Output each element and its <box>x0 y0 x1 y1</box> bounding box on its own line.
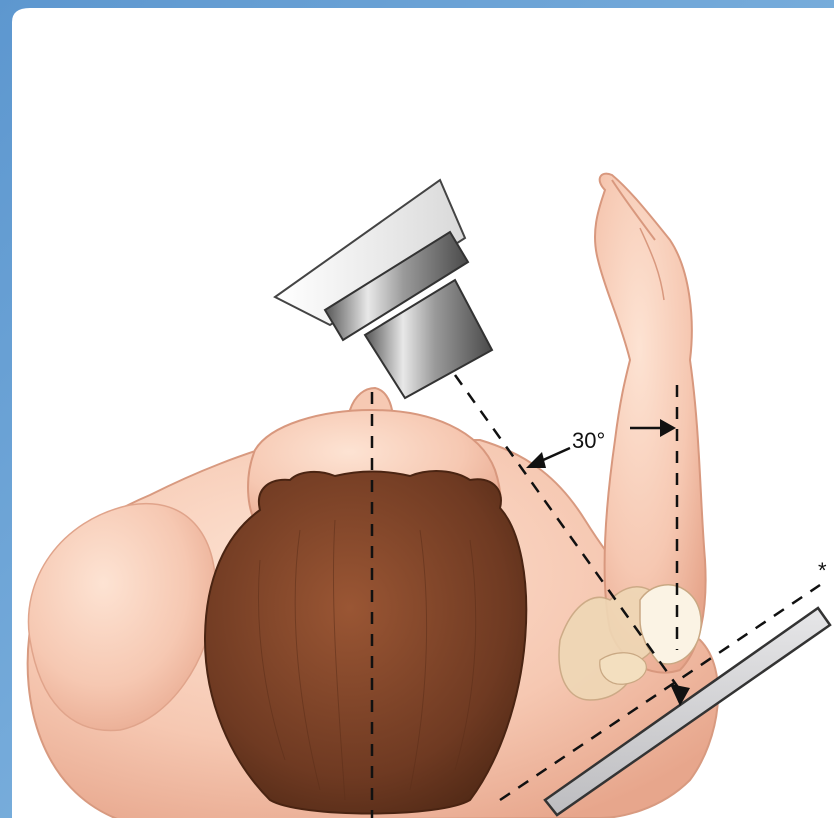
glenoid <box>600 653 647 685</box>
hair <box>205 471 526 813</box>
angle-label: 30° <box>572 428 605 453</box>
reference-marker: * <box>818 558 827 583</box>
